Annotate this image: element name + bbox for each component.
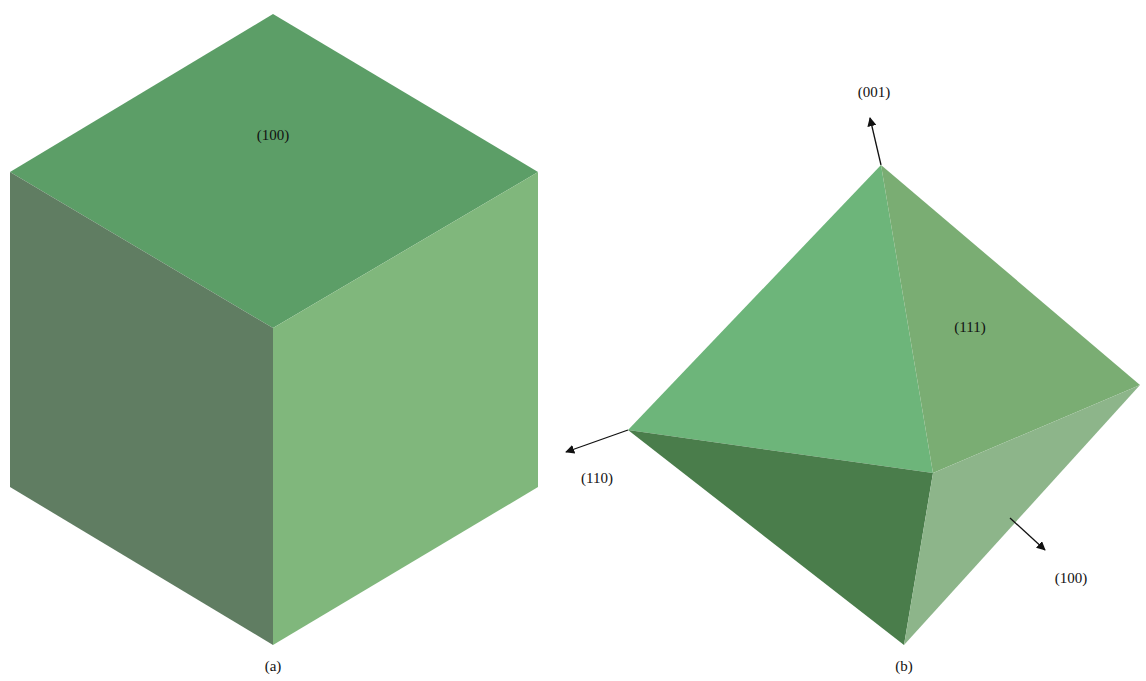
direction-index: (110) (581, 469, 613, 487)
octahedron (628, 165, 1140, 645)
octahedron-face (628, 430, 933, 645)
panel-caption: (a) (265, 657, 282, 675)
cube-right-face (273, 172, 538, 645)
direction-index: (001) (858, 83, 891, 101)
face-index: (111) (954, 318, 985, 336)
cube-left-face (10, 172, 273, 645)
octahedron-face (628, 165, 933, 473)
direction-arrow (870, 118, 881, 165)
octahedron-face (904, 385, 1140, 645)
direction-arrow (1010, 518, 1045, 550)
face-index: (100) (257, 126, 290, 144)
cube (10, 14, 538, 645)
panel-caption: (b) (895, 657, 913, 675)
direction-arrow (566, 430, 628, 452)
direction-index: (100) (1055, 569, 1088, 587)
